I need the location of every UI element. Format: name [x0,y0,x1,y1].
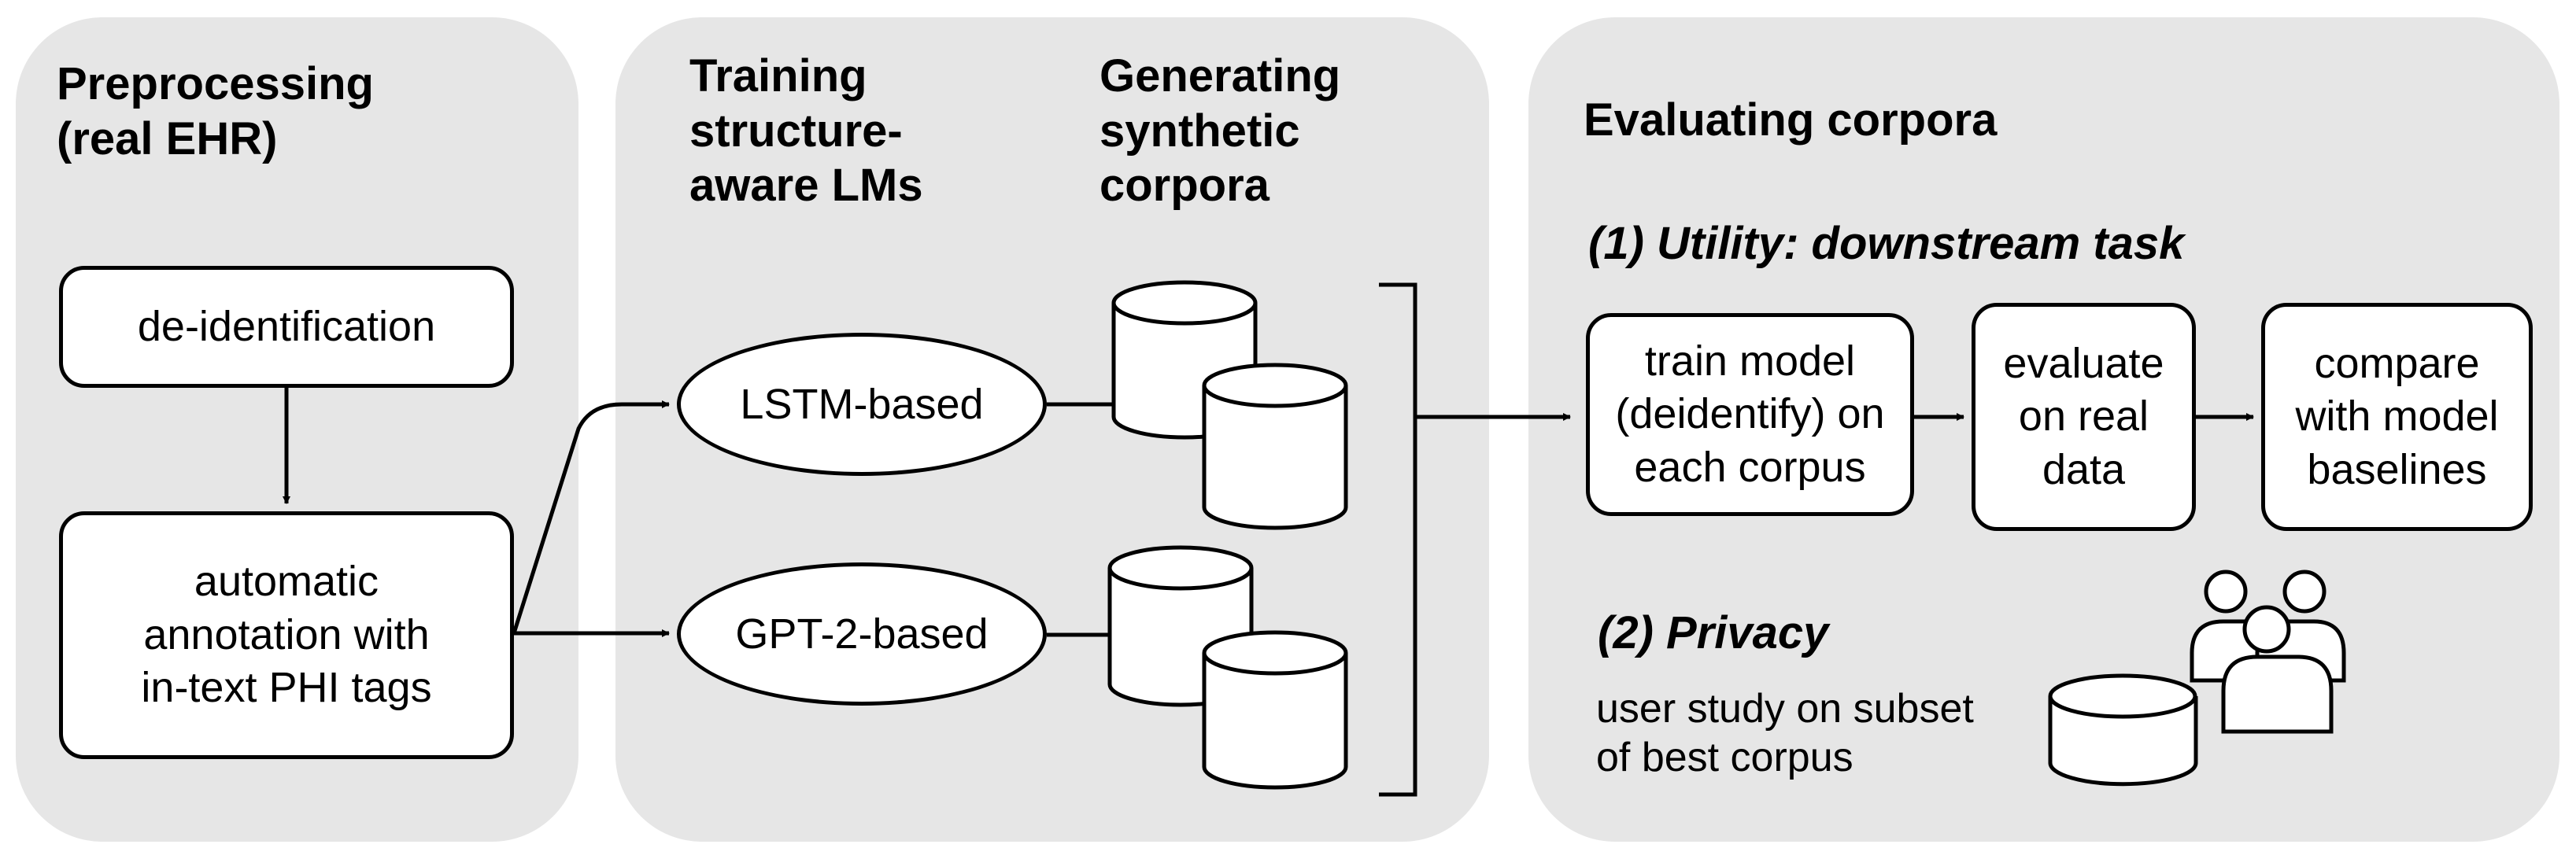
training-title: Training structure- aware LMs [689,50,923,212]
generating-title: Generating synthetic corpora [1100,50,1341,212]
utility-heading: (1) Utility: downstream task [1588,218,2185,269]
annotation-box: automatic annotation with in-text PHI ta… [59,511,514,759]
evaluate-box: evaluate on real data [1972,303,2196,531]
preprocessing-title: Preprocessing (real EHR) [57,58,374,164]
gpt2-model-oval: GPT-2-based [677,562,1047,706]
evaluating-title: Evaluating corpora [1584,94,1998,146]
lstm-model-oval: LSTM-based [677,333,1047,476]
train-model-box: train model (deidentify) on each corpus [1586,313,1914,516]
deidentification-box: de-identification [59,266,514,388]
database-icon [2048,673,2198,787]
database-icon [1202,630,1348,790]
privacy-heading: (2) Privacy [1598,607,1829,658]
users-icon [2190,570,2346,734]
privacy-description: user study on subset of best corpus [1596,686,1974,781]
bracket-icon [1379,282,1417,797]
arrow-icon [512,400,670,634]
database-icon [1202,363,1348,530]
compare-box: compare with model baselines [2261,303,2533,531]
